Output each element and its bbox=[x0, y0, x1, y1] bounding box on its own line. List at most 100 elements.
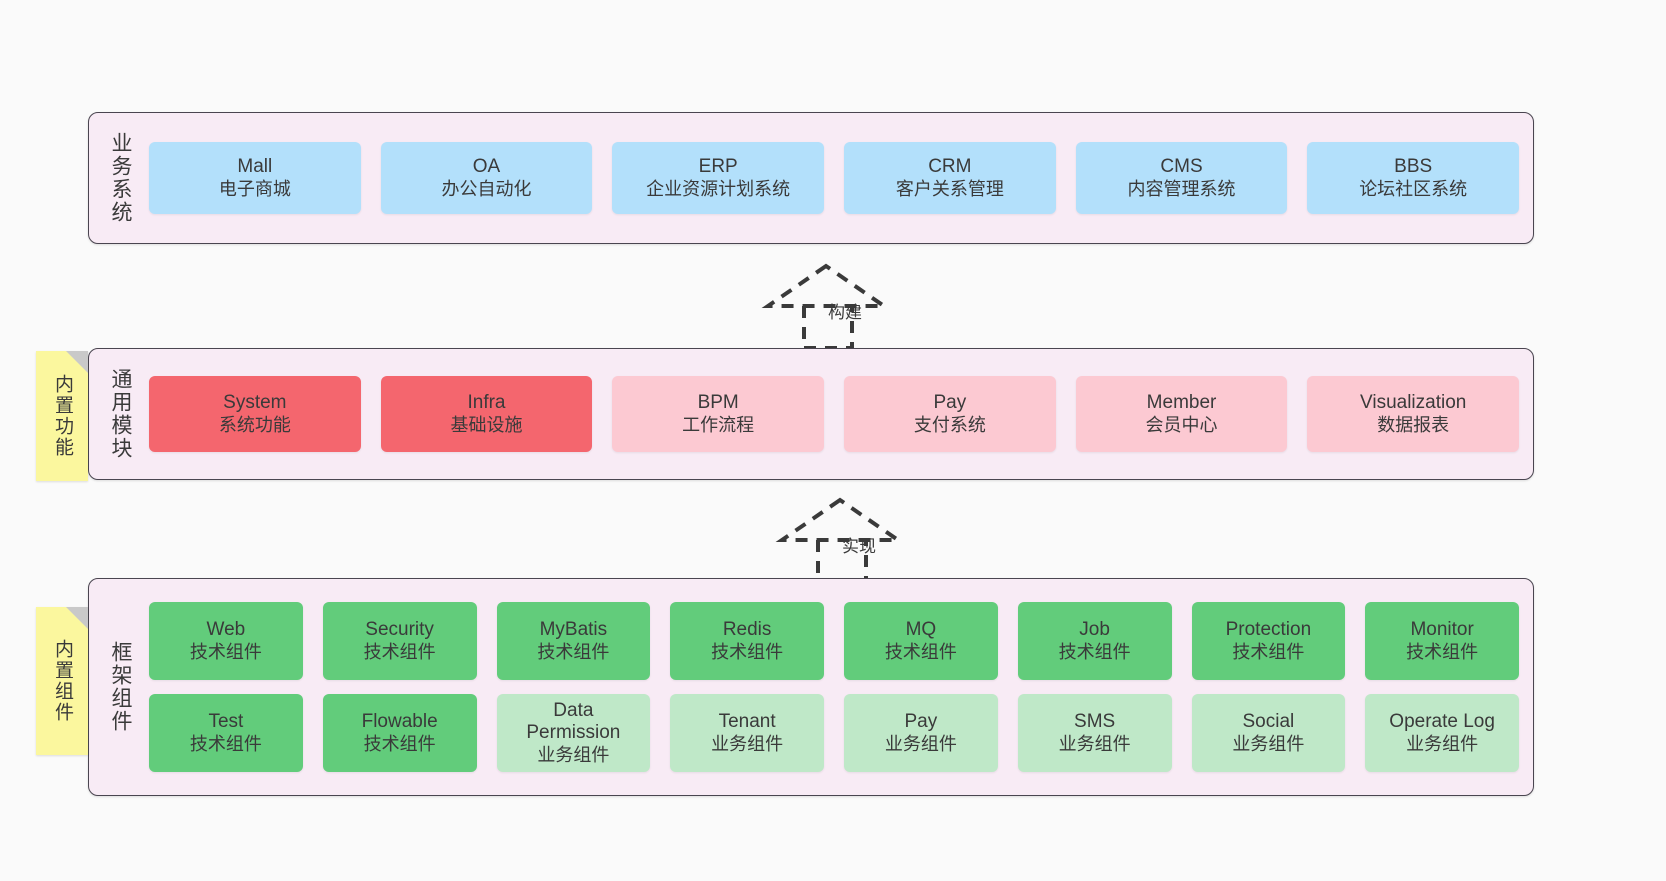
row: System 系统功能 Infra 基础设施 BPM 工作流程 Pay 支付系统… bbox=[149, 376, 1520, 452]
cell-oa[interactable]: OA 办公自动化 bbox=[380, 142, 593, 214]
cell-member[interactable]: Member 会员中心 bbox=[1075, 376, 1288, 452]
connector-build: 构建 bbox=[760, 258, 920, 350]
cell-mq[interactable]: MQ 技术组件 bbox=[844, 602, 998, 680]
cell-title: Member bbox=[1146, 392, 1217, 414]
cell-title: Flowable bbox=[361, 711, 438, 733]
cell-web[interactable]: Web 技术组件 bbox=[149, 602, 303, 680]
layer-framework-component-body: Web 技术组件 Security 技术组件 MyBatis 技术组件 Redi… bbox=[143, 579, 1533, 795]
layer-framework-component[interactable]: 框架组件 Web 技术组件 Security 技术组件 MyBatis 技术组件… bbox=[88, 578, 1534, 796]
cell-title: Social bbox=[1242, 711, 1295, 733]
cell-bpm[interactable]: BPM 工作流程 bbox=[612, 376, 825, 452]
cell-subtitle: 企业资源计划系统 bbox=[646, 178, 791, 199]
cell-subtitle: 技术组件 bbox=[189, 641, 262, 662]
sticky-note-builtin-component[interactable]: 内置组件 bbox=[36, 607, 88, 755]
row-tech-components: Web 技术组件 Security 技术组件 MyBatis 技术组件 Redi… bbox=[149, 602, 1519, 680]
cell-redis[interactable]: Redis 技术组件 bbox=[670, 602, 824, 680]
cell-title: Pay bbox=[904, 711, 938, 733]
cell-title-line2: Permission bbox=[526, 722, 621, 744]
cell-subtitle: 技术组件 bbox=[537, 641, 610, 662]
cell-social[interactable]: Social 业务组件 bbox=[1191, 694, 1346, 772]
connector-implement: 实现 bbox=[774, 492, 934, 584]
layer-common-module[interactable]: 通用模块 System 系统功能 Infra 基础设施 BPM 工作流程 Pay… bbox=[88, 348, 1534, 480]
cell-title: MQ bbox=[905, 619, 937, 641]
cell-mall[interactable]: Mall 电子商城 bbox=[149, 142, 361, 214]
cell-subtitle: 技术组件 bbox=[363, 641, 436, 662]
cell-title: Visualization bbox=[1360, 392, 1467, 414]
sticky-note-label: 内置功能 bbox=[51, 374, 73, 458]
cell-protection[interactable]: Protection 技术组件 bbox=[1191, 602, 1346, 680]
cell-subtitle: 技术组件 bbox=[363, 733, 436, 754]
cell-mybatis[interactable]: MyBatis 技术组件 bbox=[496, 602, 651, 680]
cell-title: MyBatis bbox=[539, 619, 608, 641]
cell-title: Infra bbox=[467, 392, 506, 414]
cell-subtitle: 技术组件 bbox=[189, 733, 262, 754]
cell-erp[interactable]: ERP 企业资源计划系统 bbox=[612, 142, 825, 214]
cell-subtitle: 论坛社区系统 bbox=[1359, 178, 1468, 199]
cell-operate-log[interactable]: Operate Log 业务组件 bbox=[1365, 694, 1519, 772]
cell-crm[interactable]: CRM 客户关系管理 bbox=[844, 142, 1056, 214]
cell-subtitle: 技术组件 bbox=[1232, 641, 1305, 662]
cell-test[interactable]: Test 技术组件 bbox=[149, 694, 303, 772]
cell-sms[interactable]: SMS 业务组件 bbox=[1017, 694, 1172, 772]
layer-common-module-body: System 系统功能 Infra 基础设施 BPM 工作流程 Pay 支付系统… bbox=[143, 349, 1533, 479]
cell-subtitle: 技术组件 bbox=[1406, 641, 1479, 662]
row-business-components: Test 技术组件 Flowable 技术组件 Data Permission … bbox=[149, 694, 1519, 772]
cell-subtitle: 电子商城 bbox=[218, 178, 291, 199]
cell-title: ERP bbox=[698, 156, 738, 178]
cell-system[interactable]: System 系统功能 bbox=[149, 376, 361, 452]
cell-subtitle: 业务组件 bbox=[1058, 733, 1131, 754]
row: Mall 电子商城 OA 办公自动化 ERP 企业资源计划系统 CRM 客户关系… bbox=[149, 142, 1520, 214]
cell-pay-business[interactable]: Pay 业务组件 bbox=[844, 694, 998, 772]
cell-subtitle: 数据报表 bbox=[1377, 414, 1450, 435]
cell-visualization[interactable]: Visualization 数据报表 bbox=[1307, 376, 1520, 452]
cell-subtitle: 业务组件 bbox=[711, 733, 784, 754]
connector-build-label: 构建 bbox=[828, 303, 862, 322]
cell-title: Operate Log bbox=[1389, 711, 1495, 733]
cell-title: Security bbox=[365, 619, 434, 641]
cell-title: System bbox=[223, 392, 287, 414]
cell-title: Web bbox=[206, 619, 246, 641]
layer-framework-component-label: 框架组件 bbox=[109, 641, 133, 733]
cell-security[interactable]: Security 技术组件 bbox=[322, 602, 477, 680]
layer-business-system-label: 业务系统 bbox=[109, 132, 133, 224]
arrowhead-triangle bbox=[761, 263, 891, 308]
cell-title: BBS bbox=[1394, 156, 1433, 178]
cell-title: Job bbox=[1079, 619, 1110, 641]
cell-title: Monitor bbox=[1410, 619, 1474, 641]
cell-subtitle: 内容管理系统 bbox=[1127, 178, 1236, 199]
cell-title: CRM bbox=[928, 156, 972, 178]
cell-title: Pay bbox=[933, 392, 967, 414]
cell-subtitle: 基础设施 bbox=[450, 414, 523, 435]
cell-subtitle: 会员中心 bbox=[1145, 414, 1218, 435]
cell-title: BPM bbox=[697, 392, 739, 414]
arrowhead-triangle bbox=[775, 497, 905, 542]
cell-title: Protection bbox=[1225, 619, 1312, 641]
cell-subtitle: 系统功能 bbox=[218, 414, 291, 435]
cell-subtitle: 业务组件 bbox=[1232, 733, 1305, 754]
cell-flowable[interactable]: Flowable 技术组件 bbox=[322, 694, 477, 772]
cell-monitor[interactable]: Monitor 技术组件 bbox=[1365, 602, 1519, 680]
cell-title: Data bbox=[553, 699, 594, 721]
layer-common-module-label: 通用模块 bbox=[109, 368, 133, 460]
cell-data-permission[interactable]: Data Permission 业务组件 bbox=[496, 694, 651, 772]
cell-subtitle: 技术组件 bbox=[711, 641, 784, 662]
sticky-note-builtin-function[interactable]: 内置功能 bbox=[36, 351, 88, 481]
cell-tenant[interactable]: Tenant 业务组件 bbox=[670, 694, 824, 772]
sticky-note-label: 内置组件 bbox=[51, 639, 73, 723]
cell-bbs[interactable]: BBS 论坛社区系统 bbox=[1307, 142, 1520, 214]
cell-subtitle: 业务组件 bbox=[537, 744, 610, 765]
cell-job[interactable]: Job 技术组件 bbox=[1017, 602, 1172, 680]
cell-subtitle: 技术组件 bbox=[884, 641, 957, 662]
cell-cms[interactable]: CMS 内容管理系统 bbox=[1075, 142, 1288, 214]
cell-subtitle: 业务组件 bbox=[884, 733, 957, 754]
cell-infra[interactable]: Infra 基础设施 bbox=[380, 376, 593, 452]
cell-subtitle: 办公自动化 bbox=[441, 178, 532, 199]
cell-title: OA bbox=[472, 156, 501, 178]
cell-subtitle: 技术组件 bbox=[1058, 641, 1131, 662]
cell-title: CMS bbox=[1160, 156, 1203, 178]
cell-subtitle: 客户关系管理 bbox=[895, 178, 1004, 199]
layer-business-system[interactable]: 业务系统 Mall 电子商城 OA 办公自动化 ERP 企业资源计划系统 CRM… bbox=[88, 112, 1534, 244]
cell-pay[interactable]: Pay 支付系统 bbox=[844, 376, 1056, 452]
cell-title: Test bbox=[208, 711, 244, 733]
